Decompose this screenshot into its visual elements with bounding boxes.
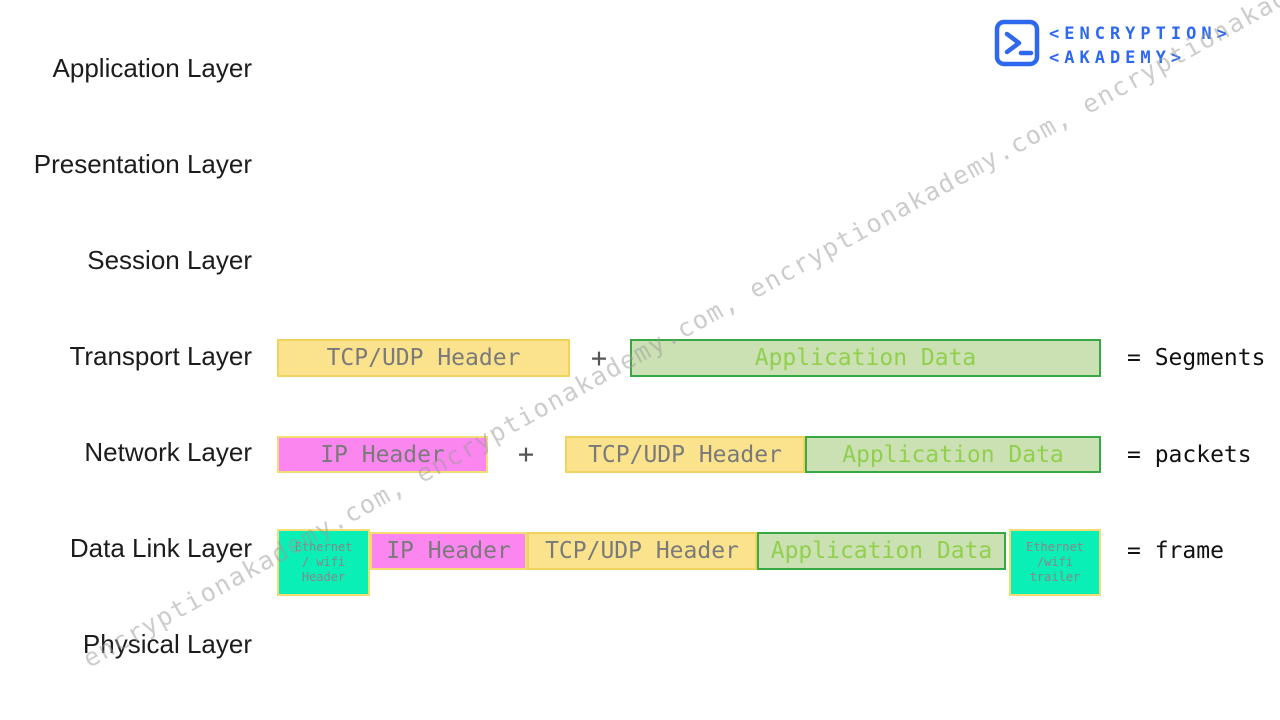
network-plus-sign: +	[517, 439, 535, 470]
layer-label-presentation: Presentation Layer	[33, 149, 252, 179]
result-label-segments: = Segments	[1127, 345, 1266, 371]
layer-label-session: Session Layer	[87, 245, 252, 275]
result-label-frame: = frame	[1127, 538, 1224, 564]
network-application-data-box: Application Data	[805, 436, 1101, 473]
transport-plus-sign: +	[590, 342, 608, 374]
datalink-ethernet-wifi-trailer-box: Ethernet /wifi trailer	[1009, 529, 1101, 596]
layer-label-network: Network Layer	[84, 437, 252, 467]
transport-application-data-box: Application Data	[630, 339, 1101, 377]
result-label-packets: = packets	[1127, 441, 1252, 468]
datalink-ethernet-wifi-header-box: Ethernet / wifi Header	[277, 529, 370, 596]
layer-label-application: Application Layer	[52, 53, 252, 83]
network-ip-header-box: IP Header	[277, 436, 488, 473]
logo-wordmark: <ENCRYPTION> <AKADEMY>	[1049, 22, 1232, 70]
datalink-application-data-box: Application Data	[757, 532, 1006, 570]
logo-line-encryption: <ENCRYPTION>	[1049, 24, 1232, 44]
layer-label-physical: Physical Layer	[82, 629, 252, 659]
datalink-ip-header-box: IP Header	[370, 532, 527, 570]
transport-tcp-udp-header-box: TCP/UDP Header	[277, 339, 570, 377]
terminal-prompt-icon	[994, 19, 1040, 67]
layer-label-datalink: Data Link Layer	[69, 533, 252, 563]
datalink-tcp-udp-header-box: TCP/UDP Header	[527, 532, 757, 570]
layer-label-transport: Transport Layer	[69, 341, 252, 371]
network-tcp-udp-header-box: TCP/UDP Header	[565, 436, 805, 473]
logo-line-akademy: <AKADEMY>	[1049, 48, 1187, 68]
